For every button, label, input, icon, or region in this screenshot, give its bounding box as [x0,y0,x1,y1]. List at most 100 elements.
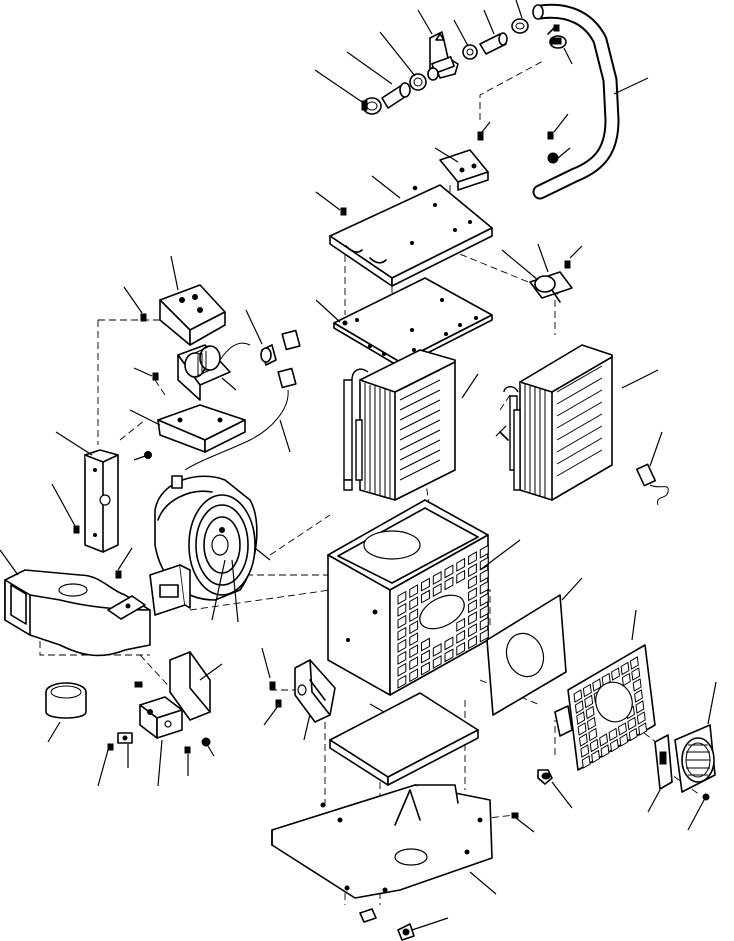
vent-square [421,637,430,652]
vent-square [611,667,621,681]
vent-square [581,755,591,769]
vent-square [409,596,419,611]
vent-square [468,623,477,638]
vent-square [635,700,645,714]
vent-square [456,557,466,572]
resistor-bracket [159,284,226,346]
vent-square [397,614,407,629]
duct [4,569,151,657]
gasket-plate [333,277,493,368]
heater-case [327,499,489,696]
vent-square [397,602,407,617]
vent-square [632,678,642,692]
heater-core-left [343,349,456,501]
hose-tube [381,82,411,109]
vent-square [479,592,489,607]
front-gasket [486,594,567,716]
pipe-elbow [549,35,567,49]
vent-square [627,716,637,731]
heater-core-right [499,344,613,501]
filter [329,692,479,786]
vent-square [397,638,407,653]
switch-plate [654,734,673,790]
vent-square [479,568,489,583]
vent-square [397,590,407,605]
water-valve [427,31,459,81]
vent-square [479,604,489,619]
vent-square [421,589,430,604]
bottom-plate [271,784,493,899]
vent-square [600,744,610,758]
vent-square [409,608,419,623]
vent-square [617,722,627,736]
vent-square [432,582,442,598]
hose-clamp [462,44,478,60]
vent-square [409,668,419,683]
vent-square [432,642,442,658]
vent-square [432,654,442,670]
vent-square [397,662,407,677]
hose-tube-group [361,18,567,115]
heater-hose [532,3,620,200]
hose-clamp [511,18,529,34]
vent-square [631,667,641,681]
vent-square [629,656,639,670]
vent-square [479,544,489,559]
vent-square [444,564,454,579]
vent-square [619,733,629,747]
leader-lines [0,0,717,931]
vent-square [444,636,454,651]
vent-square [421,577,430,592]
vent-square [409,620,419,635]
switch-bracket [157,404,246,453]
vent-square [456,569,466,584]
bracket [169,651,211,721]
vent-square [608,727,618,742]
vent-square [468,599,477,614]
vent-square [421,661,430,676]
vent-square [444,648,454,663]
junction-block [139,696,183,739]
vent-square [586,716,596,731]
top-cover-plate [329,184,493,287]
vent-square [397,626,407,641]
vent-square [456,617,466,632]
blower-motor [149,475,258,616]
vent-square [456,629,466,644]
vent-square [468,611,477,626]
drain-plug [359,908,415,941]
screw [553,24,560,32]
vent-square [468,563,477,578]
vent-square [409,644,419,659]
screw [73,131,710,819]
vent-square [468,635,477,650]
thermo-switch [529,271,573,303]
vent-square [636,711,646,725]
vent-square [580,744,590,758]
mounting-bracket [84,449,119,553]
wing-knob [537,769,553,785]
vent-square [479,580,489,595]
hose-clamp [409,73,427,91]
resistor [177,342,251,401]
vent-square [456,641,466,656]
vent-square [409,584,419,599]
bracket [439,149,489,191]
vent-square [397,674,407,689]
vent-square [397,650,407,665]
vent-square [628,727,638,742]
vent-square [599,733,609,747]
case-vent-grid [397,544,489,689]
vent-square [479,628,489,643]
connector [184,329,301,471]
duct-ring [45,682,87,719]
vent-square [444,576,454,591]
vent-square [638,722,648,736]
vent-square [588,727,598,742]
vent-square [421,649,430,664]
connector [635,463,669,506]
vent-square [577,722,587,736]
vent-square [468,551,477,566]
vent-square [589,738,599,753]
vent-square [479,616,489,631]
